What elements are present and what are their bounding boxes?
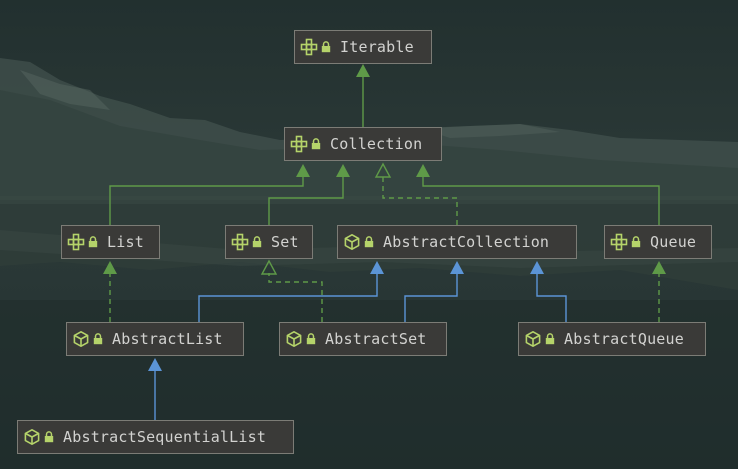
node-label: Iterable bbox=[340, 38, 414, 56]
node-abstractcollection[interactable]: AbstractCollection bbox=[337, 225, 577, 259]
edge-list-collection bbox=[109, 176, 304, 225]
abstract-class-icon bbox=[285, 330, 303, 348]
node-abstractset[interactable]: AbstractSet bbox=[279, 322, 447, 356]
lock-icon bbox=[44, 431, 54, 443]
node-collection[interactable]: Collection bbox=[284, 127, 442, 161]
node-list[interactable]: List bbox=[61, 225, 160, 259]
abstract-class-icon bbox=[23, 428, 41, 446]
interface-icon bbox=[231, 233, 249, 251]
edge-abstractset-abstractcollection bbox=[404, 273, 458, 322]
node-queue[interactable]: Queue bbox=[604, 225, 712, 259]
node-abstractqueue[interactable]: AbstractQueue bbox=[518, 322, 706, 356]
arrowhead-iterable bbox=[356, 64, 370, 77]
node-label: Set bbox=[271, 233, 299, 251]
interface-icon bbox=[67, 233, 85, 251]
arrowhead-abstractcollection-3 bbox=[530, 261, 544, 274]
arrowhead-collection-4 bbox=[416, 164, 430, 177]
node-label: AbstractList bbox=[112, 330, 223, 348]
lock-icon bbox=[364, 236, 374, 248]
edge-abstractlist-abstractcollection bbox=[198, 273, 378, 322]
lock-icon bbox=[321, 41, 331, 53]
node-label: AbstractCollection bbox=[383, 233, 550, 251]
node-label: Queue bbox=[650, 233, 697, 251]
abstract-class-icon bbox=[524, 330, 542, 348]
lock-icon bbox=[631, 236, 641, 248]
arrowhead-collection-2 bbox=[336, 164, 350, 177]
lock-icon bbox=[252, 236, 262, 248]
arrowhead-collection-1 bbox=[296, 164, 310, 177]
abstract-class-icon bbox=[343, 233, 361, 251]
interface-icon bbox=[610, 233, 628, 251]
edge-abstractset-set bbox=[268, 273, 323, 322]
interface-icon bbox=[300, 38, 318, 56]
abstract-class-icon bbox=[72, 330, 90, 348]
lock-icon bbox=[93, 333, 103, 345]
edge-abstractqueue-abstractcollection bbox=[536, 273, 567, 322]
node-label: Collection bbox=[330, 135, 423, 153]
arrowhead-queue bbox=[652, 261, 666, 274]
edge-set-collection bbox=[268, 176, 344, 225]
interface-icon bbox=[290, 135, 308, 153]
arrowhead-set bbox=[260, 259, 278, 275]
node-abstractsequentiallist[interactable]: AbstractSequentialList bbox=[17, 420, 294, 454]
lock-icon bbox=[88, 236, 98, 248]
node-label: List bbox=[107, 233, 144, 251]
arrowhead-collection-3 bbox=[374, 162, 392, 178]
edge-abstractcollection-collection bbox=[382, 176, 458, 225]
node-iterable[interactable]: Iterable bbox=[294, 30, 432, 64]
lock-icon bbox=[545, 333, 555, 345]
node-label: AbstractQueue bbox=[564, 330, 684, 348]
arrowhead-abstractcollection-2 bbox=[450, 261, 464, 274]
arrowhead-list bbox=[103, 261, 117, 274]
edge-queue-collection bbox=[422, 176, 660, 225]
arrowhead-abstractcollection-1 bbox=[370, 261, 384, 274]
lock-icon bbox=[306, 333, 316, 345]
node-label: AbstractSequentialList bbox=[63, 428, 267, 446]
node-abstractlist[interactable]: AbstractList bbox=[66, 322, 244, 356]
arrowhead-abstractlist bbox=[148, 358, 162, 371]
node-set[interactable]: Set bbox=[225, 225, 313, 259]
lock-icon bbox=[311, 138, 321, 150]
node-label: AbstractSet bbox=[325, 330, 427, 348]
